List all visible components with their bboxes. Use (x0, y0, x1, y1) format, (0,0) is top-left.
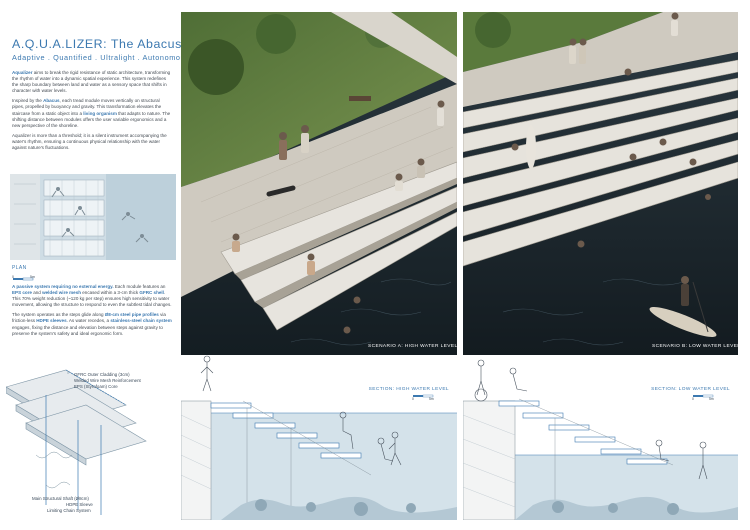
caption-scenario-b: SCENARIO B: LOW WATER LEVEL (652, 344, 741, 349)
section-a-scale-0: 0 (412, 397, 414, 401)
label-eps-core: EPS (Styrofoam) Core (74, 384, 118, 389)
plan-scale-0: 0 (12, 275, 14, 279)
label-gfrc-cladding: GFRC Outer Cladding (3cm) (74, 372, 130, 377)
section-low-water: SECTION: LOW WATER LEVEL (463, 355, 738, 520)
plan-drawing (10, 174, 176, 260)
plan-label: PLAN (12, 265, 27, 271)
render-high-water (181, 12, 457, 355)
label-hdpe-sleeve: HDPE Sleeve (66, 502, 93, 507)
render-low-water (463, 12, 738, 355)
section-b-title: SECTION: LOW WATER LEVEL (651, 387, 730, 392)
poster-title: A.Q.U.A.LIZER: The Abacus Stairs (12, 37, 221, 51)
tech-text: A passive system requiring no external e… (12, 284, 172, 341)
axonometric-detail (5, 365, 176, 515)
section-high-water: SECTION: HIGH WATER LEVEL (181, 355, 457, 520)
intro-text: Aqualizer aims to break the rigid resist… (12, 70, 172, 155)
plan-scale-bar: 0 5m (12, 272, 36, 281)
caption-scenario-a: SCENARIO A: HIGH WATER LEVEL (368, 344, 458, 349)
section-b-scale-1: 5m (709, 397, 714, 401)
tech-paragraph-1: A passive system requiring no external e… (12, 284, 172, 308)
panel-divider (458, 12, 462, 520)
label-structural-shaft: Main Structural Shaft (Ø8cm) (32, 496, 89, 501)
intro-paragraph-3: Aqualizer is more than a threshold; it i… (12, 132, 167, 151)
tech-paragraph-2: The system operates as the steps glide a… (12, 312, 172, 336)
section-a-title: SECTION: HIGH WATER LEVEL (368, 387, 449, 392)
label-wire-mesh: Welded Wire Mesh Reinforcement (74, 378, 141, 383)
section-b-scale-0: 0 (692, 397, 694, 401)
intro-paragraph-1: Aqualizer aims to break the rigid resist… (12, 70, 171, 94)
plan-scale-1: 5m (30, 275, 35, 279)
intro-paragraph-2: Inspired by the Abacus, each tread modul… (12, 98, 171, 128)
section-a-scale-1: 5m (429, 397, 434, 401)
poster-subtitle: Adaptive . Quantified . Ultralight . Aut… (12, 53, 190, 62)
label-chain-system: Limiting Chain System (47, 508, 91, 513)
